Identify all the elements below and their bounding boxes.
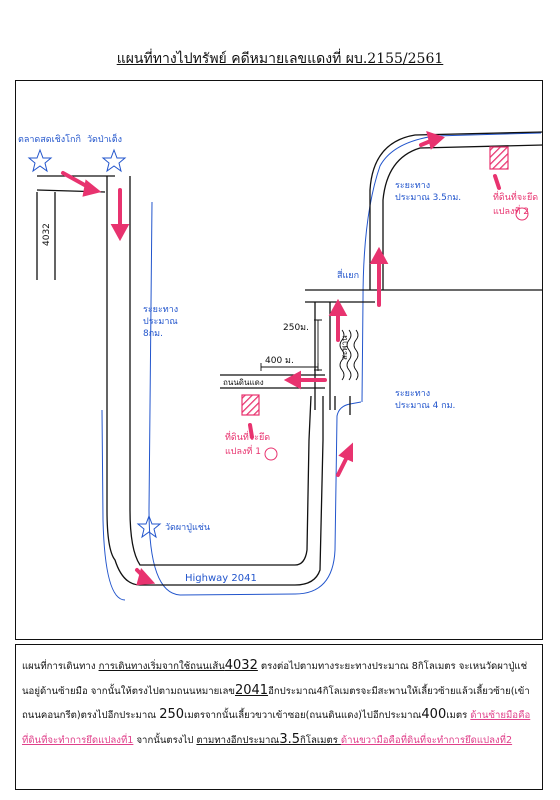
- label-distance-4: ระยะทางประมาณ 4 กม.: [395, 389, 455, 411]
- label-road-2041: Highway 2041: [185, 573, 257, 584]
- desc-start-road: การเดินทางเริ่มจากใช้ถนนเส้น4032: [98, 658, 258, 673]
- route-outline-upper: [361, 132, 542, 403]
- desc-continue: จากนั้นตรงไป: [133, 734, 194, 746]
- label-temple-top: วัดป่าเต็ง: [87, 132, 122, 145]
- label-temple-bottom: วัดผาปู่แช่น: [165, 523, 210, 533]
- desc-250: 250: [159, 707, 185, 722]
- label-dim-250: 250ม.: [283, 323, 309, 333]
- desc-leg-1: ตรงต่อไปตามทางระยะทางประมาณ 8กิโลเมตร จะ…: [22, 661, 528, 697]
- label-road-4032: 4032: [42, 223, 52, 246]
- label-bridge: สะพาน: [340, 335, 349, 360]
- road-upper-b: [382, 144, 543, 290]
- desc-plot-1: ด้านซ้ายมือคือที่ดินที่จะทำการยึดแปลงที่…: [22, 710, 531, 746]
- route-outline-left: [101, 409, 126, 601]
- river: [339, 329, 359, 381]
- desc-unit-km: กิโลเมตร: [300, 734, 341, 746]
- label-plot-1-text: ที่ดินที่จะยึดแปลงที่ 1: [225, 430, 270, 457]
- page-title: แผนที่ทางไปทรัพย์ คดีหมายเลขแดงที่ ผบ.21…: [116, 51, 444, 67]
- label-dim-400: 400 ม.: [265, 356, 294, 366]
- desc-leg-2b: อีกประมาณ4กิโลเมตรจะมีสะพานให้เลี้ยวซ้าย…: [22, 685, 530, 722]
- label-plot-1: ที่ดินที่จะยึดแปลงที่ 1: [225, 430, 270, 457]
- plot-2-marker: [489, 146, 509, 170]
- route-description: แผนที่การเดินทาง การเดินทางเริ่มจากใช้ถน…: [22, 654, 537, 752]
- temple-star-icon: [27, 148, 162, 539]
- description-frame: [15, 644, 543, 790]
- plot-1-marker: [241, 394, 260, 416]
- label-plot-2: ที่ดินที่จะยึดแปลงที่ 2: [493, 190, 538, 217]
- road-concrete: [334, 396, 351, 415]
- route-outline: [148, 201, 362, 596]
- road-bridge-a: [314, 302, 331, 410]
- road-main-right: [129, 176, 312, 566]
- desc-35: 3.5: [279, 731, 301, 747]
- route-map: ตลาดสดเชิงโกกิ วัดป่าเต็ง วัดผาปู่แช่น ส…: [18, 130, 543, 601]
- plot-2-circle: [515, 207, 529, 221]
- plot-1-circle: [264, 447, 278, 461]
- desc-plot-2: ด้านขวามือคือที่ดินที่จะทำการยึดแปลงที่2: [340, 734, 513, 746]
- route-arrows: [61, 130, 501, 586]
- road-4032-branch: [36, 192, 56, 280]
- map-frame: [15, 80, 543, 640]
- desc-unit-m: เมตร: [446, 710, 471, 721]
- desc-intro: แผนที่การเดินทาง: [22, 661, 99, 672]
- label-distance-35: ระยะทางประมาณ 3.5กม.: [395, 181, 461, 203]
- desc-road-2041: 2041: [234, 682, 269, 698]
- label-distance-4-text: ระยะทางประมาณ 4 กม.: [395, 389, 455, 411]
- label-intersection: สี่แยก: [337, 268, 359, 281]
- desc-400: 400: [421, 707, 447, 722]
- desc-leg-3: เมตรจากนั้นเลี้ยวขวาเข้าซอย(ถนนดินแดง)ไป…: [184, 710, 422, 721]
- label-distance-35-text: ระยะทางประมาณ 3.5กม.: [395, 181, 461, 203]
- road-upper-a: [369, 131, 543, 290]
- label-plot-2-text: ที่ดินที่จะยึดแปลงที่ 2: [493, 190, 538, 217]
- road-dirt: [220, 374, 325, 389]
- label-market: ตลาดสดเชิงโกกิ: [18, 134, 81, 145]
- desc-leg-4: ตามทางอีกประมาณ: [196, 734, 280, 746]
- desc-leg-2: จากนั้นให้ตรงไปตามถนนหมายเลข: [90, 685, 235, 697]
- road-main-left: [106, 176, 324, 586]
- road-cross: [305, 289, 543, 303]
- label-dirt-road: ถนนดินแดง: [223, 378, 264, 387]
- dim-250: [314, 319, 322, 371]
